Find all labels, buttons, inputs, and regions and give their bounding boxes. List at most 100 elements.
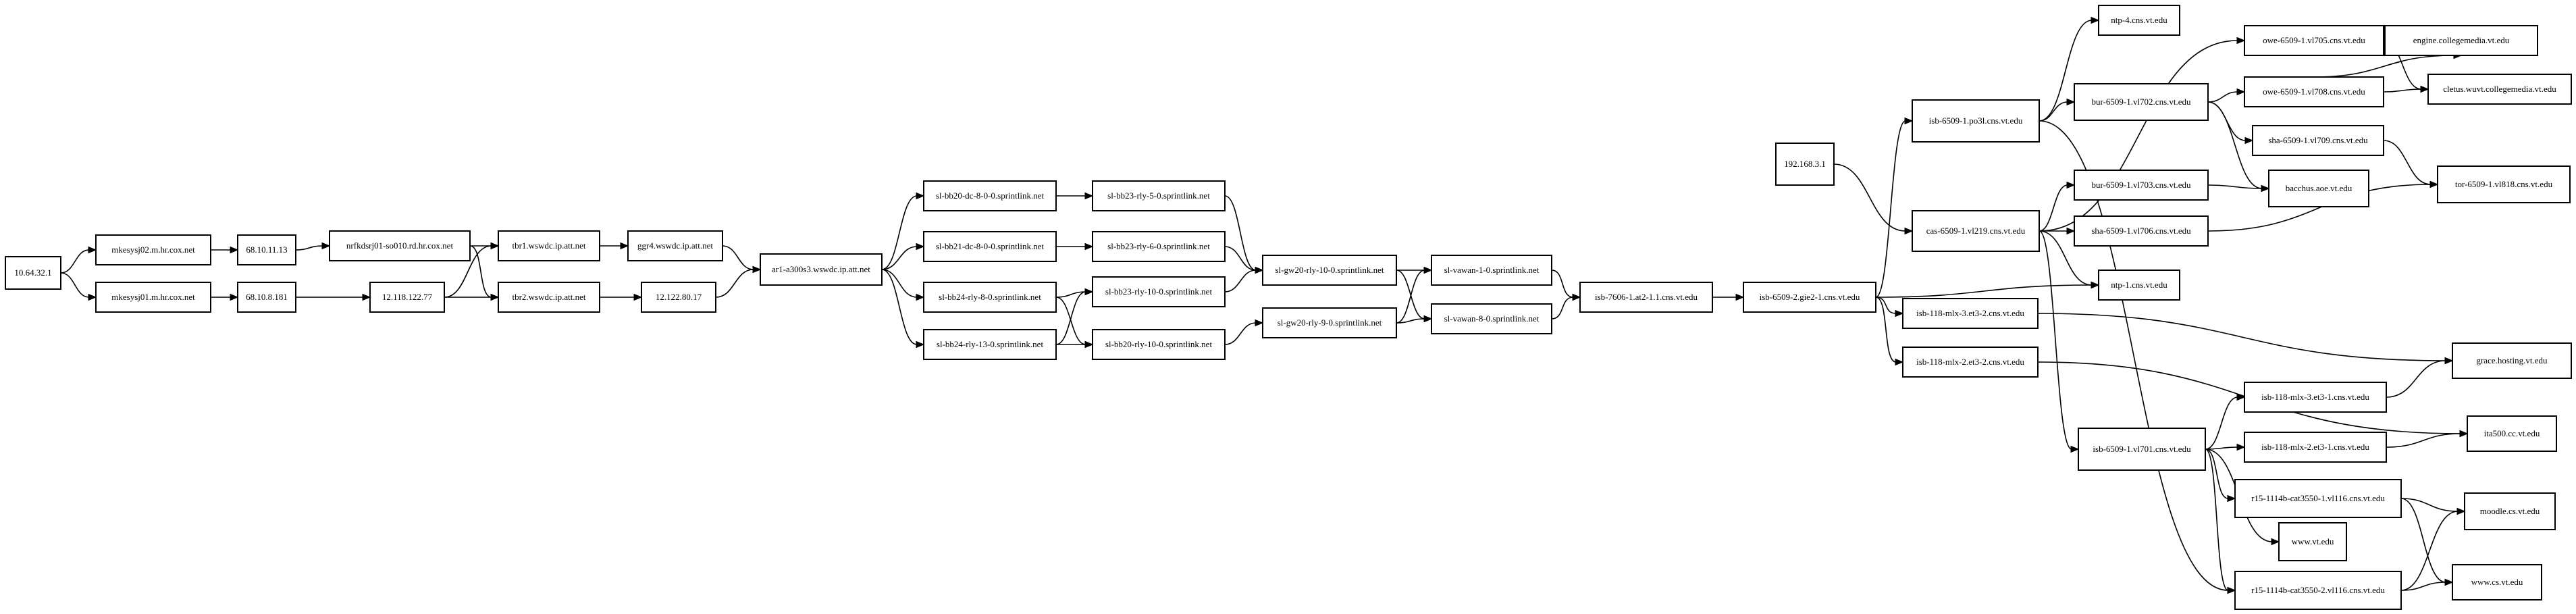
node-box — [2098, 270, 2180, 301]
node-owe-6509-1-vl705-cns-vt-edu[interactable]: owe-6509-1.vl705.cns.vt.edu — [2244, 25, 2384, 56]
node-isb-118-mlx-3-et3-2-cns-vt-edu[interactable]: isb-118-mlx-3.et3-2.cns.vt.edu — [1902, 298, 2039, 329]
edge-line — [1875, 297, 1897, 363]
edge-n42-to-n53 — [2400, 578, 2454, 591]
node-box — [627, 230, 723, 261]
node-bur-6509-1-vl702-cns-vt-edu[interactable]: bur-6509-1.vl702.cns.vt.edu — [2074, 83, 2209, 121]
node-sl-bb21-dc-8-0-0-sprintlink-net[interactable]: sl-bb21-dc-8-0-0.sprintlink.net — [923, 231, 1057, 262]
edge-n9-to-n11 — [600, 293, 643, 301]
node-box — [760, 253, 883, 286]
node-sl-bb24-rly-13-0-sprintlink-net[interactable]: sl-bb24-rly-13-0.sprintlink.net — [923, 329, 1057, 360]
node-mkesysj02-m-hr-cox-net[interactable]: mkesysj02.m.hr.cox.net — [95, 234, 211, 265]
node-isb-6509-1-po3l-cns-vt-edu[interactable]: isb-6509-1.po3l.cns.vt.edu — [1912, 99, 2040, 143]
node-mkesysj01-m-hr-cox-net[interactable]: mkesysj01.m.hr.cox.net — [95, 282, 211, 313]
node-label: ita500.cc.vt.edu — [2484, 428, 2540, 438]
node-label: ntp-1.cns.vt.edu — [2111, 280, 2167, 290]
node-ntp-1-cns-vt-edu[interactable]: ntp-1.cns.vt.edu — [2098, 270, 2180, 301]
node-box — [2278, 522, 2347, 561]
edge-n12-to-n14 — [881, 242, 925, 270]
node-www-vt-edu[interactable]: www.vt.edu — [2278, 522, 2347, 561]
node-box — [2467, 415, 2557, 452]
node-owe-6509-1-vl708-cns-vt-edu[interactable]: owe-6509-1.vl708.cns.vt.edu — [2244, 76, 2384, 107]
node-isb-6509-1-vl701-cns-vt-edu[interactable]: isb-6509-1.vl701.cns.vt.edu — [2078, 428, 2206, 471]
node-68-10-11-13[interactable]: 68.10.11.13 — [237, 234, 296, 265]
node-engine-collegemedia-vt-edu[interactable]: engine.collegemedia.vt.edu — [2384, 25, 2538, 56]
node-ar1-a300s3-wswdc-ip-att-net[interactable]: ar1-a300s3.wswdc.ip.att.net — [760, 253, 883, 286]
edge-n11-to-n12 — [715, 265, 762, 298]
node-12-122-80-17[interactable]: 12.122.80.17 — [641, 282, 716, 313]
node-label: mkesysj02.m.hr.cox.net — [111, 245, 195, 255]
node-www-cs-vt-edu[interactable]: www.cs.vt.edu — [2452, 564, 2542, 600]
node-sha-6509-1-vl709-cns-vt-edu[interactable]: sha-6509-1.vl709.cns.vt.edu — [2252, 125, 2384, 156]
edge-n38-to-n50 — [2386, 357, 2454, 398]
node-r15-1114b-cat3550-1-vl116-cns-vt-edu[interactable]: r15-1114b-cat3550-1.vl116.cns.vt.edu — [2234, 479, 2402, 518]
node-label: isb-118-mlx-2.et3-1.cns.vt.edu — [2261, 442, 2369, 452]
node-moodle-cs-vt-edu[interactable]: moodle.cs.vt.edu — [2464, 492, 2556, 530]
node-cas-6509-1-vl219-cns-vt-edu[interactable]: cas-6509-1.vl219.cns.vt.edu — [1912, 210, 2040, 252]
edge-line — [2400, 582, 2446, 591]
edge-n25-to-n26 — [1712, 293, 1745, 301]
node-nrfkdsrj01-so010-rd-hr-cox-net[interactable]: nrfkdsrj01-so010.rd.hr.cox.net — [329, 230, 471, 261]
node-label: sl-gw20-rly-9-0.sprintlink.net — [1278, 317, 1382, 328]
node-tor-6509-1-vl818-cns-vt-edu[interactable]: tor-6509-1.vl818.cns.vt.edu — [2437, 165, 2571, 203]
edge-n1-to-n3 — [60, 272, 97, 301]
edge-line — [2383, 88, 2422, 93]
node-sl-bb24-rly-8-0-sprintlink-net[interactable]: sl-bb24-rly-8-0.sprintlink.net — [923, 282, 1057, 313]
edge-arrowhead — [2459, 430, 2469, 438]
edge-arrowhead — [2444, 357, 2454, 365]
node-sl-gw20-rly-9-0-sprintlink-net[interactable]: sl-gw20-rly-9-0.sprintlink.net — [1262, 307, 1397, 338]
node-r15-1114b-cat3550-2-vl116-cns-vt-edu[interactable]: r15-1114b-cat3550-2.vl116.cns.vt.edu — [2234, 571, 2402, 610]
edge-n20-to-n22 — [1224, 319, 1264, 345]
node-cletus-wuvt-collegemedia-vt-edu[interactable]: cletus.wuvt.collegemedia.vt.edu — [2427, 74, 2572, 105]
node-label: moodle.cs.vt.edu — [2480, 506, 2540, 516]
node-sl-bb23-rly-6-0-sprintlink-net[interactable]: sl-bb23-rly-6-0.sprintlink.net — [1092, 231, 1226, 262]
edge-line — [1551, 297, 1574, 319]
edge-line — [444, 245, 492, 298]
node-ntp-4-cns-vt-edu[interactable]: ntp-4.cns.vt.edu — [2098, 5, 2180, 36]
node-sl-gw20-rly-10-0-sprintlink-net[interactable]: sl-gw20-rly-10-0.sprintlink.net — [1262, 255, 1397, 286]
node-box — [2427, 74, 2572, 105]
node-192-168-3-1[interactable]: 192.168.3.1 — [1775, 143, 1835, 186]
edge-line — [2207, 184, 2263, 189]
node-sl-vawan-8-0-sprintlink-net[interactable]: sl-vawan-8-0.sprintlink.net — [1431, 303, 1552, 334]
node-sha-6509-1-vl706-cns-vt-edu[interactable]: sha-6509-1.vl706.cns.vt.edu — [2074, 215, 2209, 247]
node-sl-bb23-rly-10-0-sprintlink-net[interactable]: sl-bb23-rly-10-0.sprintlink.net — [1092, 276, 1226, 307]
edge-line — [1055, 291, 1086, 298]
node-isb-7606-1-at2-1-1-cns-vt-edu[interactable]: isb-7606-1.at2-1.1.cns.vt.edu — [1579, 282, 1713, 313]
node-box — [329, 230, 471, 261]
edge-n12-to-n16 — [881, 269, 925, 349]
node-label: owe-6509-1.vl708.cns.vt.edu — [2263, 86, 2365, 97]
node-bacchus-aoe-vt-edu[interactable]: bacchus.aoe.vt.edu — [2268, 170, 2369, 207]
edge-n21-to-n24 — [1396, 270, 1433, 323]
node-tbr1-wswdc-ip-att-net[interactable]: tbr1.wswdc.ip.att.net — [498, 230, 600, 261]
node-sl-vawan-1-0-sprintlink-net[interactable]: sl-vawan-1-0.sprintlink.net — [1431, 255, 1552, 286]
node-isb-6509-2-gie2-1-cns-vt-edu[interactable]: isb-6509-2.gie2-1.cns.vt.edu — [1743, 282, 1876, 313]
edge-line — [2207, 91, 2238, 103]
node-box — [2074, 83, 2209, 121]
node-tbr2-wswdc-ip-att-net[interactable]: tbr2.wswdc.ip.att.net — [498, 282, 600, 313]
edge-n15-to-n20 — [1055, 297, 1094, 349]
node-label: sl-bb23-rly-5-0.sprintlink.net — [1107, 190, 1210, 201]
node-ggr4-wswdc-ip-att-net[interactable]: ggr4.wswdc.ip.att.net — [627, 230, 723, 261]
node-isb-118-mlx-2-et3-1-cns-vt-edu[interactable]: isb-118-mlx-2.et3-1.cns.vt.edu — [2244, 432, 2387, 463]
node-isb-118-mlx-2-et3-2-cns-vt-edu[interactable]: isb-118-mlx-2.et3-2.cns.vt.edu — [1902, 347, 2039, 378]
node-68-10-8-181[interactable]: 68.10.8.181 — [237, 282, 296, 313]
node-isb-118-mlx-3-et3-1-cns-vt-edu[interactable]: isb-118-mlx-3.et3-1.cns.vt.edu — [2244, 382, 2387, 413]
node-10-64-32-1[interactable]: 10.64.32.1 — [5, 256, 61, 290]
node-label: mkesysj01.m.hr.cox.net — [111, 292, 195, 302]
node-12-118-122-77[interactable]: 12.118.122.77 — [369, 282, 445, 313]
node-label: sha-6509-1.vl706.cns.vt.edu — [2091, 226, 2191, 236]
node-grace-hosting-vt-edu[interactable]: grace.hosting.vt.edu — [2452, 342, 2572, 379]
edge-line — [295, 245, 323, 251]
node-label: www.cs.vt.edu — [2471, 577, 2523, 587]
node-sl-bb20-dc-8-0-0-sprintlink-net[interactable]: sl-bb20-dc-8-0-0.sprintlink.net — [923, 180, 1057, 211]
edge-arrowhead — [1423, 315, 1433, 323]
node-sl-bb20-rly-10-0-sprintlink-net[interactable]: sl-bb20-rly-10-0.sprintlink.net — [1092, 329, 1226, 360]
node-box — [369, 282, 445, 313]
node-label: ar1-a300s3.wswdc.ip.att.net — [772, 264, 870, 274]
node-ita500-cc-vt-edu[interactable]: ita500.cc.vt.edu — [2467, 415, 2557, 452]
edge-n32-to-n40 — [2205, 449, 2236, 503]
node-label: 10.64.32.1 — [14, 267, 51, 278]
node-label: www.vt.edu — [2292, 536, 2334, 546]
node-sl-bb23-rly-5-0-sprintlink-net[interactable]: sl-bb23-rly-5-0.sprintlink.net — [1092, 180, 1226, 211]
node-bur-6509-1-vl703-cns-vt-edu[interactable]: bur-6509-1.vl703.cns.vt.edu — [2074, 170, 2209, 201]
